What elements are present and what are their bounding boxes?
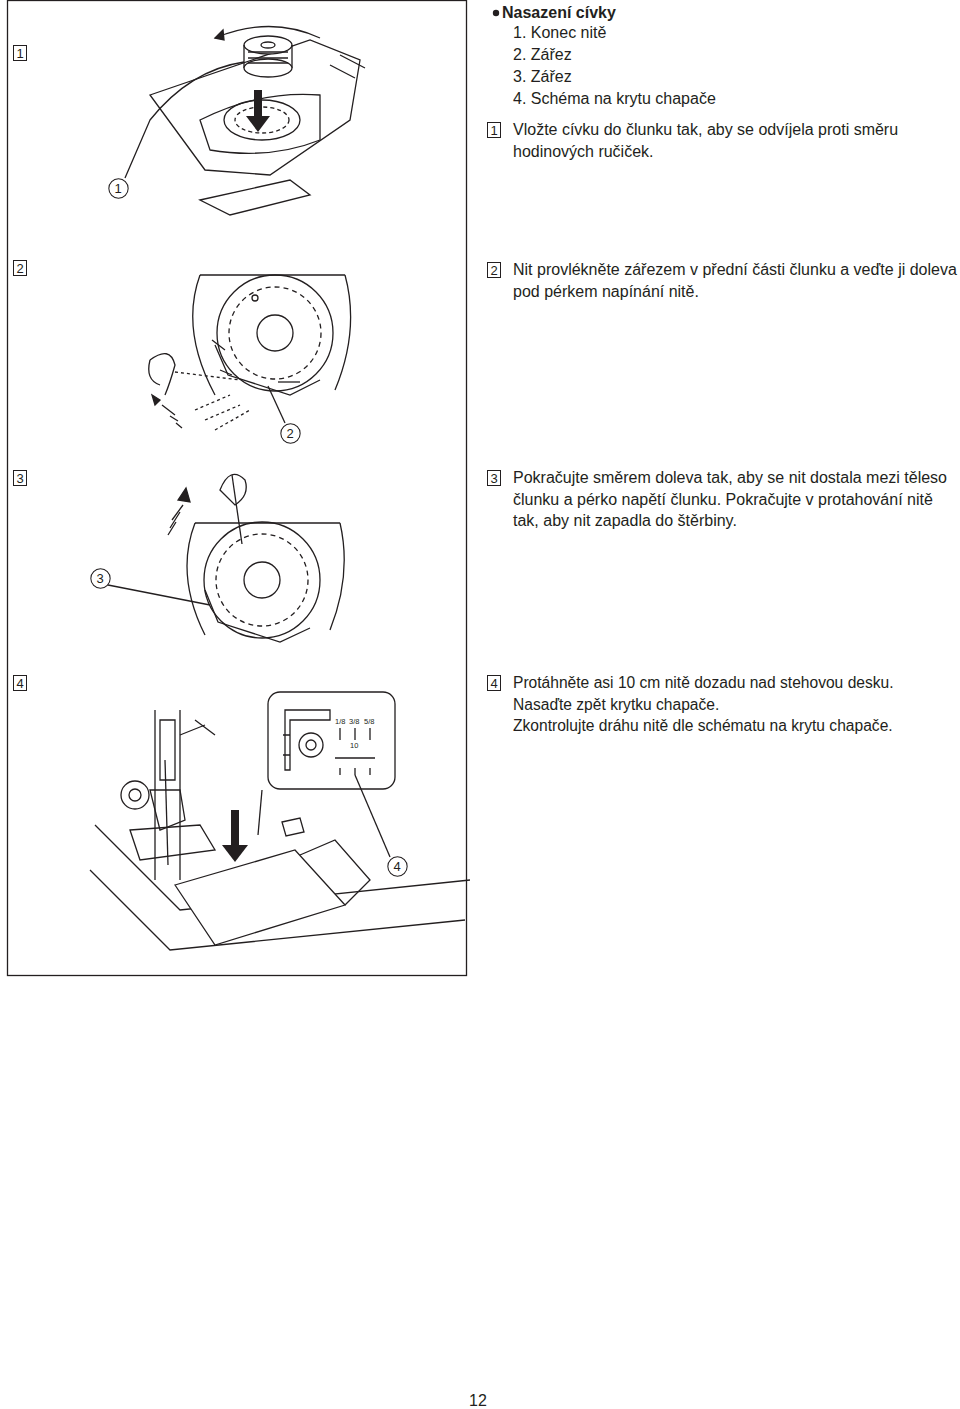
step-text: Pokračujte směrem doleva tak, aby se nit… (513, 467, 960, 532)
section-title: Nasazení cívky (502, 2, 616, 24)
step-text: Zkontrolujte dráhu nitě dle schématu na … (513, 715, 893, 737)
number-text: 4 (490, 677, 497, 690)
step-number-box: 4 (13, 675, 27, 691)
number-text: 3 (490, 472, 497, 485)
bobbin-insert-figure (125, 27, 365, 216)
step-text: Protáhněte asi 10 cm nitě dozadu nad ste… (513, 672, 894, 694)
legend-item: 2. Zářez (513, 44, 572, 66)
number-text: 1 (16, 47, 23, 60)
bobbin-case-figure-2 (149, 275, 351, 430)
step-number-box: 3 (13, 470, 27, 486)
bobbin-case-figure-3 (108, 474, 344, 642)
page-number: 12 (469, 1390, 487, 1409)
plate-mark: 1/8 (335, 717, 345, 726)
callout-number: 1 (108, 178, 129, 199)
bullet (493, 10, 499, 16)
plate-mark: 3/8 (349, 717, 359, 726)
machine-plate-figure (90, 692, 470, 950)
panel-frame (8, 1, 467, 976)
plate-mark: 5/8 (364, 717, 374, 726)
number-text: 2 (286, 427, 293, 440)
number-text: 4 (393, 860, 400, 873)
step-text: Nasaďte zpět krytku chapače. (513, 694, 719, 716)
step-number-box: 2 (487, 262, 501, 278)
number-text: 2 (490, 264, 497, 277)
step-text: Nit provlékněte zářezem v přední části č… (513, 259, 960, 302)
step-number-box: 4 (487, 675, 501, 691)
legend-item: 3. Zářez (513, 66, 572, 88)
number-text: 2 (16, 262, 23, 275)
callout-number: 4 (387, 856, 408, 877)
number-text: 4 (16, 677, 23, 690)
callout-number: 2 (280, 423, 301, 444)
callout-number: 3 (90, 568, 111, 589)
step-number-box: 2 (13, 260, 27, 276)
number-text: 1 (114, 182, 121, 195)
step-number-box: 1 (487, 122, 501, 138)
step-text: Vložte cívku do člunku tak, aby se odvíj… (513, 119, 960, 162)
step-number-box: 3 (487, 470, 501, 486)
number-text: 3 (16, 472, 23, 485)
legend-item: 4. Schéma na krytu chapače (513, 88, 716, 110)
step-number-box: 1 (13, 45, 27, 61)
number-text: 3 (96, 572, 103, 585)
plate-mark: 10 (350, 741, 358, 750)
number-text: 1 (490, 124, 497, 137)
legend-item: 1. Konec nitě (513, 22, 606, 44)
